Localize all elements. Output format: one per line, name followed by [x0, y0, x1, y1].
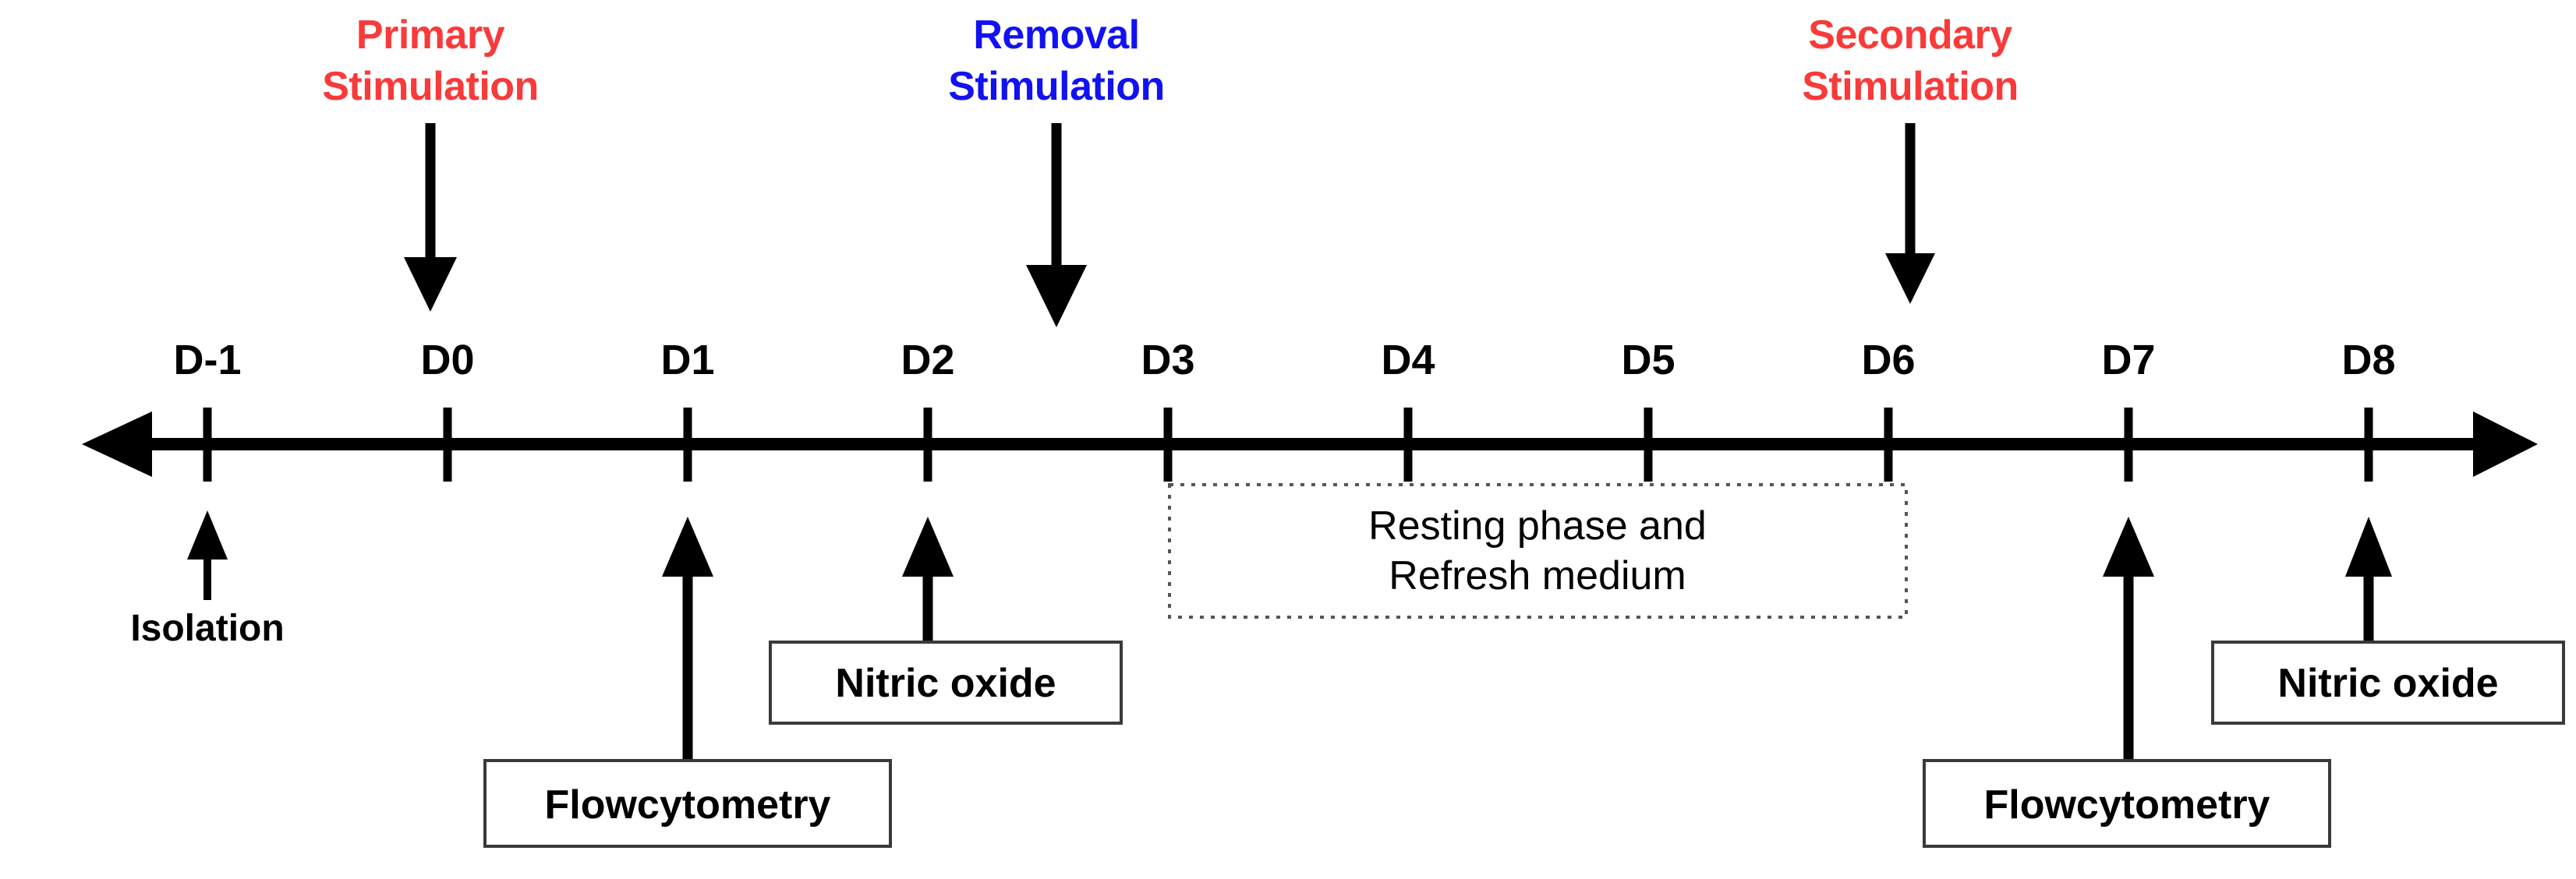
resting-phase-line1: Resting phase and — [1368, 503, 1707, 549]
day-label-group: D-1 D0 D1 D2 D3 D4 D5 D6 D7 D8 — [173, 337, 2395, 383]
annotation-removal-stimulation[interactable]: Removal Stimulation — [948, 12, 1165, 327]
flowcytometry-d7-label: Flowcytometry — [1984, 782, 2270, 828]
annotation-isolation[interactable]: Isolation — [130, 510, 285, 649]
flowcytometry-d7-box — [1923, 759, 2331, 848]
day-label-d7: D7 — [2101, 337, 2155, 383]
day-label-d0: D0 — [420, 337, 474, 383]
arrow-right-head-icon — [2473, 411, 2538, 477]
arrow-down-icon — [1885, 123, 1935, 304]
resting-phase-line2: Refresh medium — [1389, 553, 1686, 598]
nitric-oxide-d8-box — [2211, 641, 2565, 725]
flowcytometry-d1-box — [483, 759, 892, 848]
removal-stimulation-line1: Removal — [973, 12, 1139, 58]
day-label-d8: D8 — [2341, 337, 2395, 383]
day-label-d1: D1 — [660, 337, 714, 383]
arrow-left-head-icon — [82, 411, 152, 477]
secondary-stimulation-line2: Stimulation — [1802, 64, 2019, 109]
flowcytometry-d1-label: Flowcytometry — [545, 782, 831, 828]
day-label-d6: D6 — [1861, 337, 1915, 383]
annotation-flowcytometry-d1[interactable]: Flowcytometry — [483, 517, 892, 848]
arrow-down-icon — [1026, 123, 1087, 327]
nitric-oxide-d8-label: Nitric oxide — [2277, 661, 2498, 706]
day-label-d-1: D-1 — [173, 337, 241, 383]
removal-stimulation-line2: Stimulation — [948, 64, 1165, 109]
annotation-nitric-oxide-d8[interactable]: Nitric oxide — [2211, 517, 2565, 725]
day-label-d3: D3 — [1141, 337, 1194, 383]
resting-phase-box[interactable]: Resting phase and Refresh medium — [1168, 483, 1908, 619]
day-label-d5: D5 — [1621, 337, 1675, 383]
nitric-oxide-d2-label: Nitric oxide — [835, 661, 1056, 706]
arrow-up-icon — [187, 510, 228, 600]
annotation-nitric-oxide-d2[interactable]: Nitric oxide — [769, 517, 1123, 725]
day-label-d2: D2 — [901, 337, 954, 383]
nitric-oxide-d2-box — [769, 641, 1123, 725]
day-label-d4: D4 — [1381, 337, 1435, 383]
isolation-label: Isolation — [130, 608, 284, 649]
primary-stimulation-line1: Primary — [356, 12, 505, 58]
arrow-up-icon — [2345, 517, 2392, 645]
arrow-up-icon — [662, 517, 713, 762]
secondary-stimulation-line1: Secondary — [1808, 12, 2012, 58]
annotation-secondary-stimulation[interactable]: Secondary Stimulation — [1802, 12, 2019, 304]
arrow-up-icon — [2103, 517, 2154, 762]
timeline-axis — [82, 408, 2538, 482]
arrow-down-icon — [404, 123, 457, 312]
primary-stimulation-line2: Stimulation — [322, 64, 539, 109]
annotation-primary-stimulation[interactable]: Primary Stimulation — [322, 12, 539, 312]
annotation-flowcytometry-d7[interactable]: Flowcytometry — [1923, 517, 2331, 848]
arrow-up-icon — [902, 517, 954, 645]
